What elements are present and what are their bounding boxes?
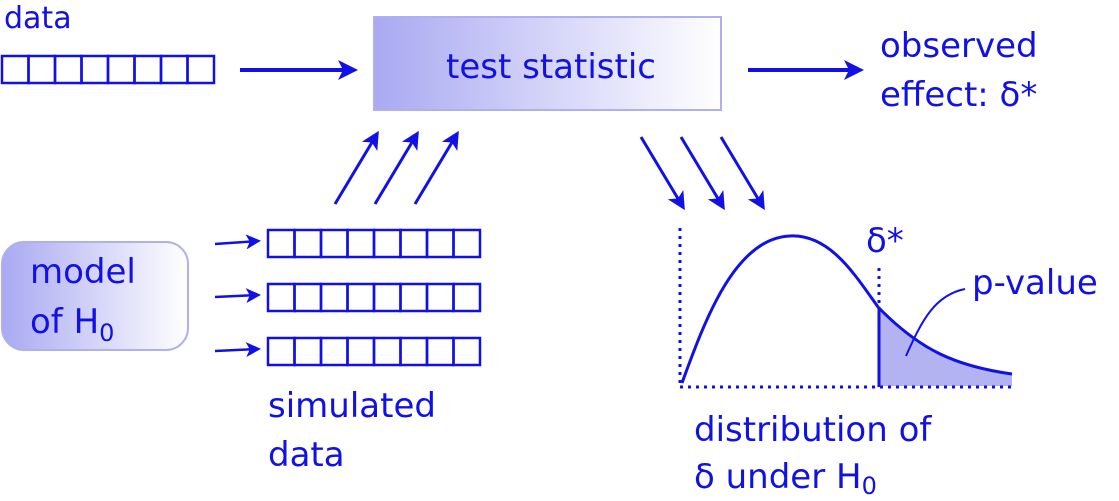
data-row-cell bbox=[0, 54, 30, 85]
simulated-row-1 bbox=[266, 228, 482, 259]
simulated-row-cell bbox=[319, 282, 349, 313]
data-row-cell bbox=[53, 54, 83, 85]
model-h0-label-line2: of H0 bbox=[30, 302, 114, 347]
data-row-cell bbox=[80, 54, 110, 85]
observed-effect-label-line2: effect: δ* bbox=[880, 75, 1037, 115]
simulated-row-2 bbox=[266, 282, 482, 313]
simulated-row-3 bbox=[266, 336, 482, 367]
data-row-cell bbox=[27, 54, 57, 85]
arrow-statistic-to-distribution-3 bbox=[719, 136, 765, 211]
p-value-label: p-value bbox=[972, 263, 1098, 303]
simulated-row-cell bbox=[452, 282, 482, 313]
simulated-row-cell bbox=[266, 282, 296, 313]
simulated-row-cell bbox=[346, 282, 376, 313]
simulated-row-cell bbox=[425, 228, 455, 259]
simulated-row-cell bbox=[452, 336, 482, 367]
test-statistic-label: test statistic bbox=[446, 47, 656, 87]
simulated-row-cell bbox=[399, 282, 429, 313]
model-h0-label-main: of H bbox=[30, 302, 99, 342]
simulated-row-cell bbox=[319, 336, 349, 367]
simulated-row-cell bbox=[346, 336, 376, 367]
arrow-simulated-to-statistic-2 bbox=[373, 130, 419, 205]
test-statistic-box bbox=[373, 16, 722, 111]
distribution-label-line2: δ under H0 bbox=[694, 457, 877, 496]
simulated-row-cell bbox=[266, 336, 296, 367]
simulated-row-cell bbox=[425, 336, 455, 367]
simulated-row-cell bbox=[425, 282, 455, 313]
model-h0-box bbox=[1, 241, 189, 351]
data-label: data bbox=[4, 1, 72, 36]
p-value-pointer bbox=[905, 288, 966, 357]
density-curve bbox=[680, 234, 1013, 384]
p-value-region bbox=[878, 307, 1012, 386]
simulated-row-cell bbox=[399, 336, 429, 367]
simulated-row-cell bbox=[399, 228, 429, 259]
delta-star-label: δ* bbox=[866, 221, 904, 261]
simulated-rows bbox=[266, 228, 482, 367]
simulated-row-cell bbox=[293, 282, 323, 313]
simulated-row-cell bbox=[319, 228, 349, 259]
simulated-row-cell bbox=[372, 228, 402, 259]
distribution-plot bbox=[678, 228, 1013, 389]
arrow-model-to-sim-2 bbox=[214, 288, 261, 304]
arrow-statistic-to-distribution-1 bbox=[639, 136, 685, 211]
simulated-data-label-line1: simulated bbox=[268, 386, 436, 426]
arrow-simulated-to-statistic-1 bbox=[333, 130, 379, 205]
simulated-row-cell bbox=[293, 228, 323, 259]
simulated-row-cell bbox=[452, 228, 482, 259]
distribution-label-main: δ under H bbox=[694, 457, 862, 496]
data-row-cell bbox=[106, 54, 136, 85]
distribution-label-sub: 0 bbox=[862, 472, 877, 496]
data-row-cell bbox=[133, 54, 163, 85]
arrow-statistic-to-distribution-2 bbox=[679, 136, 725, 211]
simulated-row-cell bbox=[293, 336, 323, 367]
data-row bbox=[0, 54, 216, 85]
model-h0-label-sub: 0 bbox=[99, 319, 114, 347]
simulated-row-cell bbox=[372, 336, 402, 367]
observed-effect-label-line1: observed bbox=[880, 26, 1038, 66]
data-row-cell bbox=[159, 54, 189, 85]
simulated-row-cell bbox=[346, 228, 376, 259]
model-h0-label-line1: model bbox=[30, 252, 136, 292]
simulated-row-cell bbox=[372, 282, 402, 313]
data-row-cell bbox=[186, 54, 216, 85]
simulated-row-cell bbox=[266, 228, 296, 259]
arrow-simulated-to-statistic-3 bbox=[413, 130, 459, 205]
distribution-label-line1: distribution of bbox=[694, 410, 932, 450]
arrow-model-to-sim-3 bbox=[214, 342, 261, 358]
arrow-model-to-sim-1 bbox=[214, 234, 261, 250]
simulated-data-label-line2: data bbox=[268, 435, 345, 475]
